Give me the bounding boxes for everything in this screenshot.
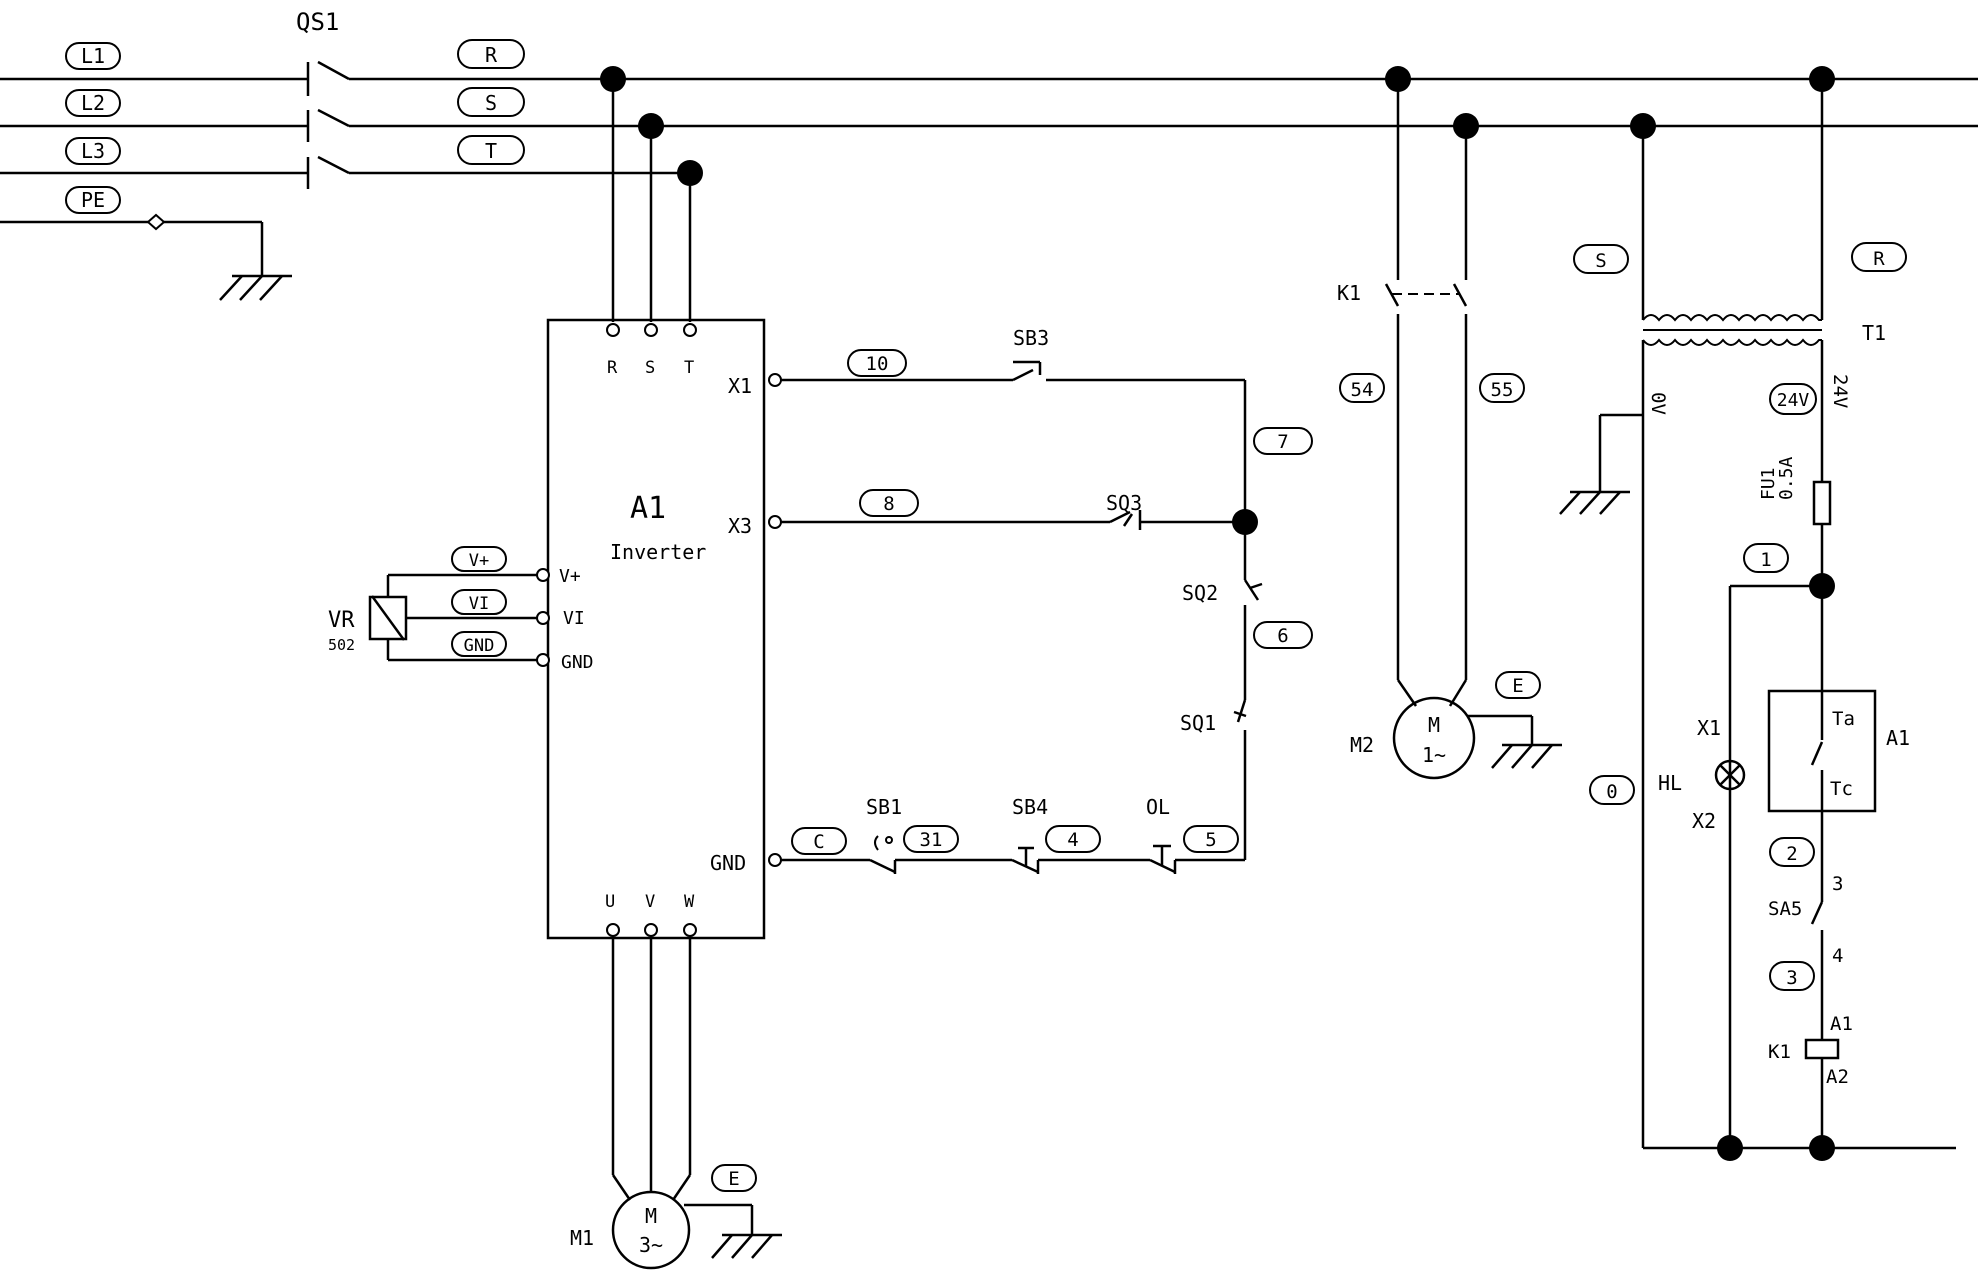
- n3-label: 3: [1832, 873, 1843, 895]
- fu1-label: FU1: [1758, 467, 1779, 500]
- tag-0: 0: [1606, 781, 1617, 803]
- tag-pe: PE: [81, 188, 105, 212]
- tag-1: 1: [1760, 549, 1771, 571]
- tag-vplus: V+: [469, 551, 489, 571]
- tag-c: C: [813, 831, 824, 853]
- tag-31: 31: [920, 829, 943, 851]
- inv-gnd2-label: GND: [561, 652, 594, 673]
- inv-v-label: V: [645, 892, 655, 912]
- a1-ta: Ta: [1832, 708, 1855, 730]
- ol-label: OL: [1146, 795, 1170, 819]
- tag-8: 8: [883, 493, 894, 515]
- tag-gnd: GND: [464, 636, 495, 656]
- sb1-label: SB1: [866, 795, 902, 819]
- k1-contact-label: K1: [1337, 281, 1361, 305]
- m1-m: M: [645, 1204, 657, 1228]
- tag-10: 10: [866, 353, 889, 375]
- inverter-a1: R S T A1 Inverter X1 X3 GND V+ VI GND U …: [546, 318, 766, 940]
- tag-3: 3: [1786, 967, 1797, 989]
- t1-tag-24v: 24V: [1777, 390, 1810, 411]
- inv-vplus-label: V+: [559, 566, 581, 587]
- tag-l1: L1: [81, 44, 105, 68]
- inv-u-label: U: [605, 892, 615, 912]
- sq3-label: SQ3: [1106, 491, 1142, 515]
- m1-label: M1: [570, 1226, 594, 1250]
- sq2-label: SQ2: [1182, 581, 1218, 605]
- n4-label: 4: [1832, 945, 1843, 967]
- qs1-switch: QS1: [296, 8, 350, 189]
- k1-a2: A2: [1826, 1066, 1849, 1088]
- tag-s: S: [485, 91, 497, 115]
- inv-r-label: R: [607, 358, 618, 378]
- t1-24v: 24V: [1829, 374, 1851, 408]
- supply-lines: [0, 77, 1978, 276]
- inv-gnd-label: GND: [710, 851, 746, 875]
- tag-t: T: [485, 139, 497, 163]
- qs1-label: QS1: [296, 8, 339, 36]
- m1-earth-tag: E: [728, 1168, 739, 1190]
- tag-vi: VI: [469, 594, 489, 614]
- sb3-label: SB3: [1013, 326, 1049, 350]
- tag-l3: L3: [81, 139, 105, 163]
- tag-l2: L2: [81, 91, 105, 115]
- m2-earth-tag: E: [1512, 675, 1523, 697]
- tag-5: 5: [1205, 829, 1216, 851]
- sa5-label: SA5: [1768, 898, 1802, 920]
- inverter-feed: [600, 66, 703, 322]
- t1-tag-r: R: [1873, 248, 1885, 270]
- vr-value: 502: [328, 636, 355, 654]
- tag-55: 55: [1491, 379, 1514, 401]
- hl-x2: X2: [1692, 809, 1716, 833]
- tag-r: R: [485, 43, 498, 67]
- tag-4: 4: [1067, 829, 1078, 851]
- motor-m1: M 3~ M1 E: [570, 936, 782, 1270]
- transformer-circuit: S R T1 0V 24V 24V FU1 0.5A 1: [1559, 66, 1956, 1161]
- pe-ground-icon: [219, 274, 292, 301]
- tag-7: 7: [1277, 431, 1288, 453]
- m2-label: M2: [1350, 733, 1374, 757]
- k1-a1: A1: [1830, 1013, 1853, 1035]
- inv-x3-label: X3: [728, 514, 752, 538]
- m1-phase: 3~: [639, 1233, 663, 1257]
- potentiometer-vr: VR 502 V+ VI GND: [328, 546, 550, 667]
- t1-label: T1: [1862, 321, 1886, 345]
- t1-0v: 0V: [1647, 392, 1669, 415]
- hl-label: HL: [1658, 771, 1682, 795]
- inv-type: Inverter: [610, 540, 706, 564]
- vr-label: VR: [328, 608, 355, 633]
- inv-x1-label: X1: [728, 374, 752, 398]
- t1-tag-s: S: [1595, 250, 1606, 272]
- tag-54: 54: [1351, 379, 1374, 401]
- line-tags: L1 L2 L3 PE R S T: [65, 39, 525, 214]
- inv-w-label: W: [684, 892, 695, 912]
- fu1-value: 0.5A: [1776, 456, 1797, 500]
- hl-x1: X1: [1697, 716, 1721, 740]
- inv-vi-label: VI: [563, 608, 585, 629]
- m2-m: M: [1428, 713, 1440, 737]
- sb4-label: SB4: [1012, 795, 1048, 819]
- m2-phase: 1~: [1422, 743, 1446, 767]
- a1-label: A1: [1886, 726, 1910, 750]
- inv-t-label: T: [684, 358, 694, 378]
- sq1-label: SQ1: [1180, 711, 1216, 735]
- tag-2: 2: [1786, 843, 1797, 865]
- a1-tc: Tc: [1830, 778, 1853, 800]
- motor-m2: K1 54 55 M 1~ M2 E: [1337, 66, 1562, 780]
- control-circuit: SB3 10 7 SQ3 8 SQ2 6 SQ1: [768, 326, 1313, 874]
- tag-6: 6: [1277, 625, 1288, 647]
- k1-coil-label: K1: [1768, 1041, 1791, 1063]
- inv-name: A1: [630, 491, 666, 526]
- inv-s-label: S: [645, 358, 655, 378]
- pe-terminal: [146, 213, 166, 231]
